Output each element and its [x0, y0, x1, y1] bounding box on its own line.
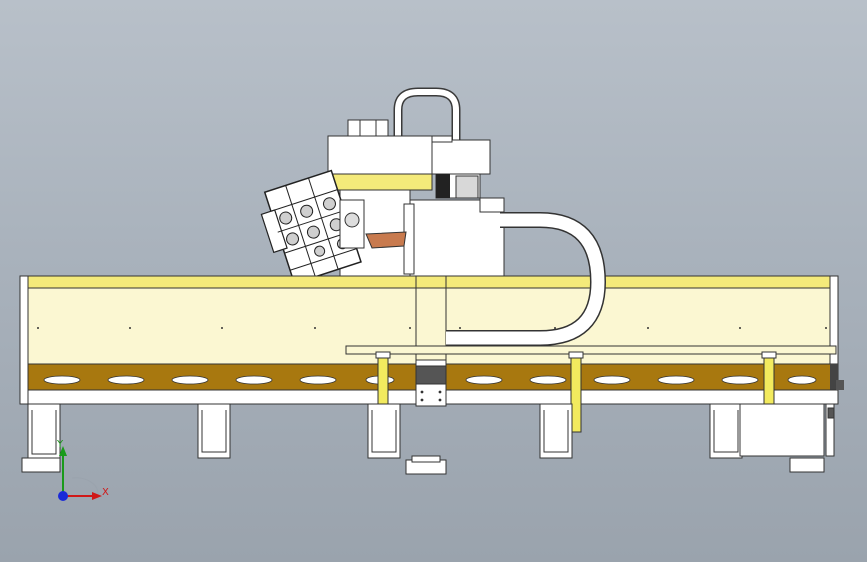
- gantry-beam[interactable]: [19, 275, 844, 407]
- axis-x-label: X: [102, 487, 109, 498]
- spindle-assembly[interactable]: [255, 87, 505, 287]
- beam-slots: [43, 375, 817, 385]
- machine-legs: [21, 403, 835, 475]
- spindle-housing: [327, 135, 433, 175]
- axis-triad[interactable]: [58, 446, 102, 501]
- x-arrow-icon: [92, 492, 102, 500]
- electrical-cabinet: [739, 403, 825, 457]
- beam-screws: [37, 327, 827, 329]
- spindle-band: [327, 173, 433, 191]
- cable-loop-top-inner: [395, 89, 459, 140]
- support-posts: [375, 351, 777, 433]
- beam-top-rail: [19, 275, 839, 289]
- tool-magazine: [260, 169, 362, 285]
- z-motor-block: [431, 139, 491, 175]
- gantry-carriage-plate: [409, 199, 505, 279]
- cable-loop-top: [393, 87, 461, 140]
- tool-holder-accent: [365, 231, 407, 249]
- y-arrow-icon: [59, 446, 67, 456]
- guide-rail: [345, 345, 837, 355]
- motor-cap: [347, 119, 389, 139]
- axis-y-label: Y: [57, 439, 64, 450]
- z-axis-dot-icon: [58, 491, 68, 501]
- carriage-shadow: [436, 174, 450, 198]
